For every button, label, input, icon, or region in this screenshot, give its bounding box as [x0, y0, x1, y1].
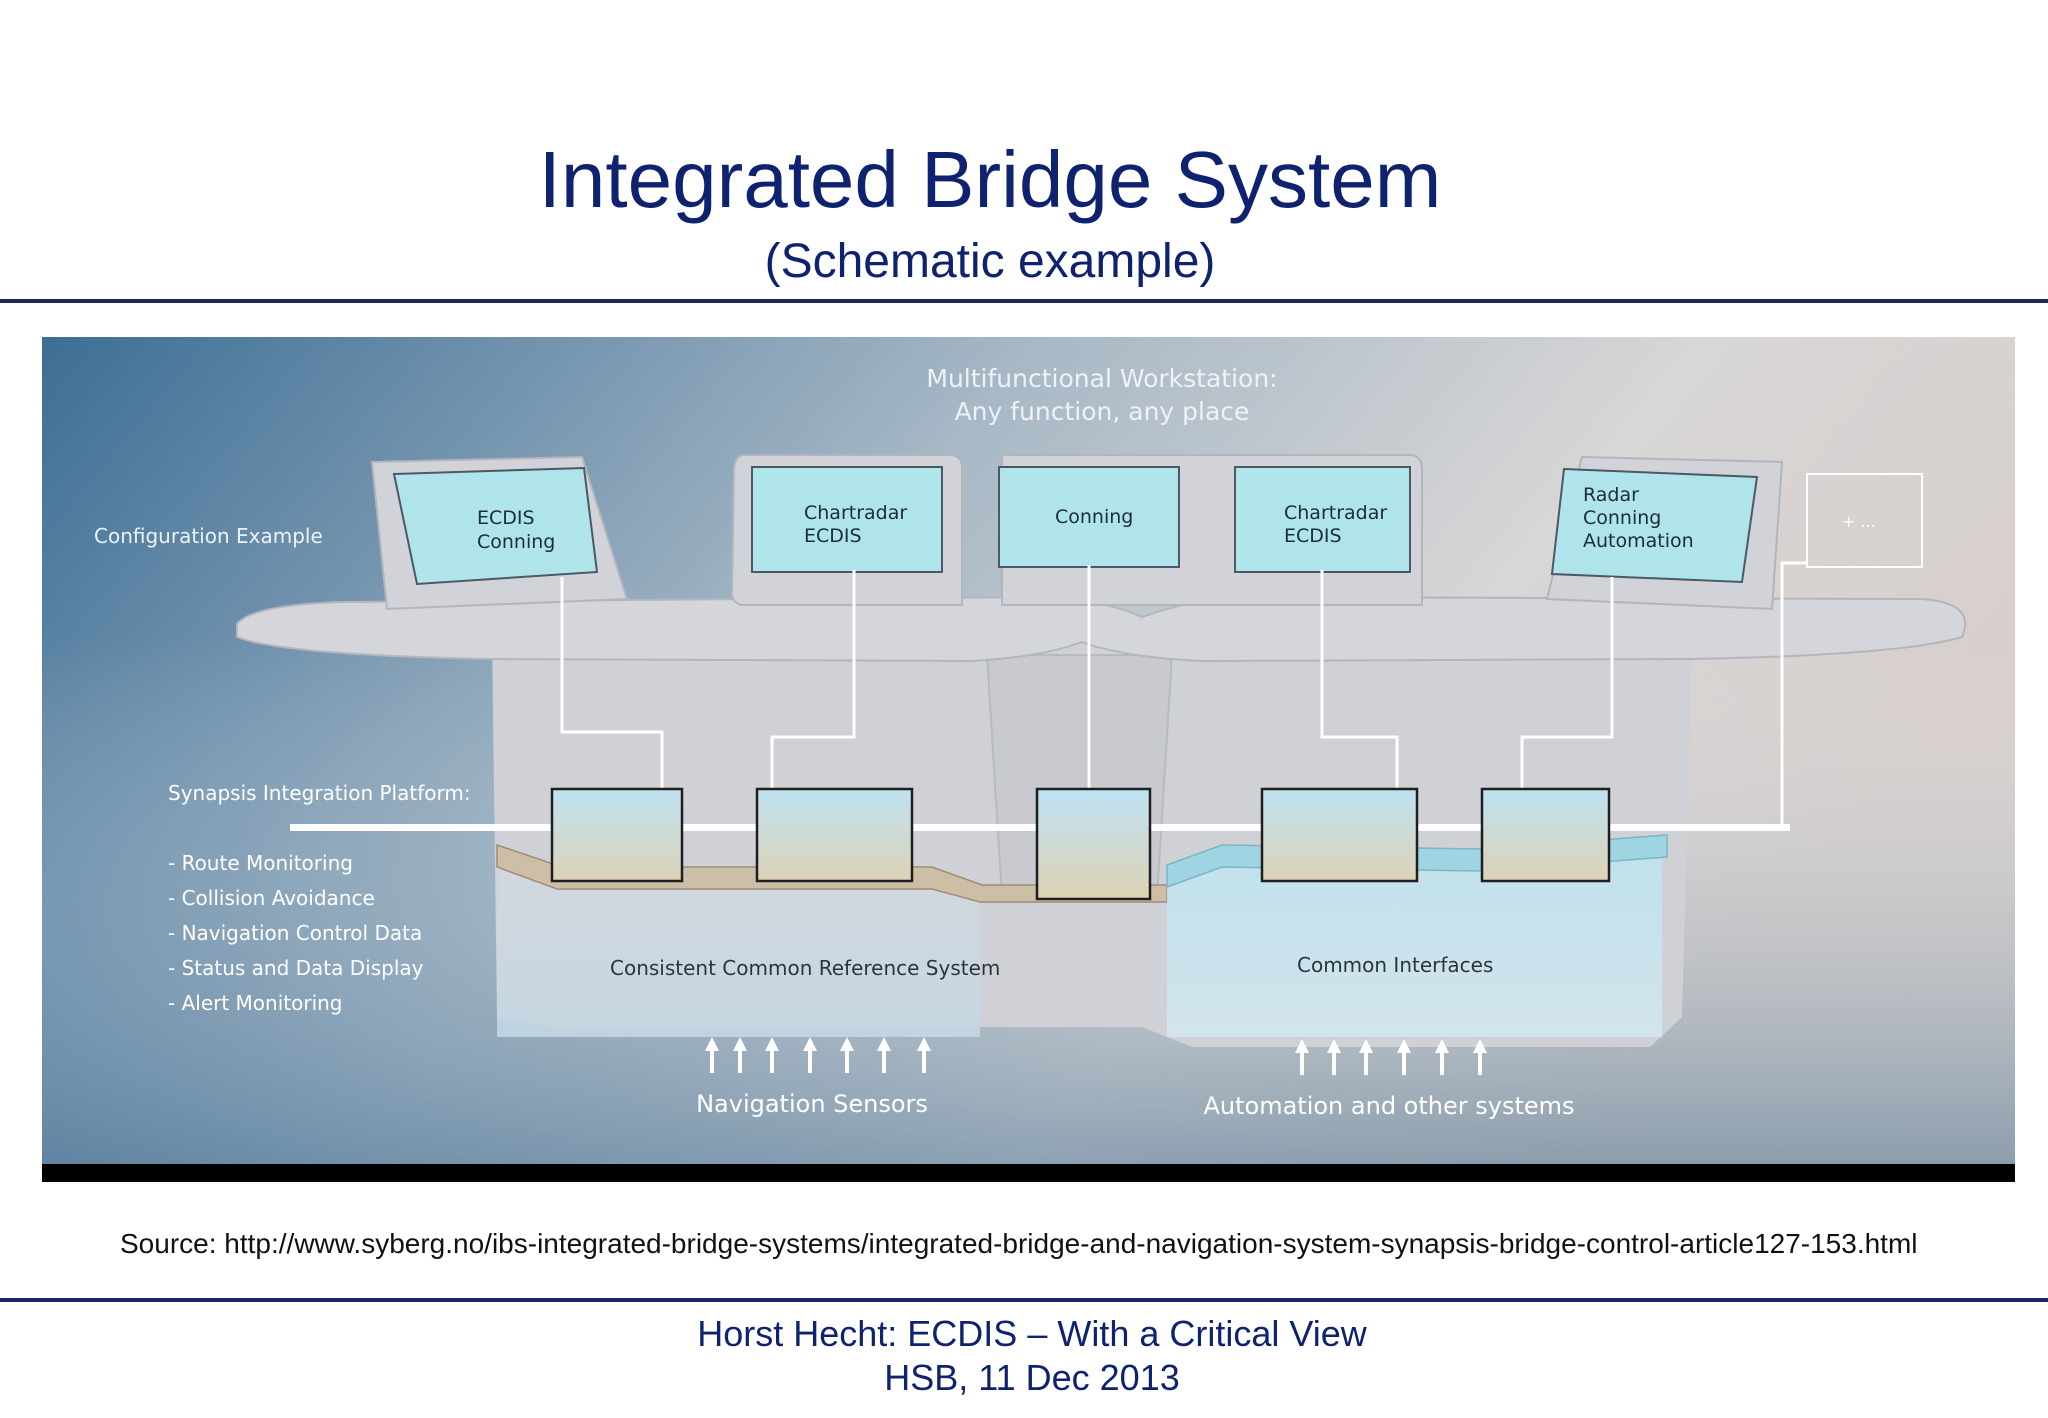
screen-4-line-1: Chartradar	[1284, 502, 1387, 524]
automation-systems-label: Automation and other systems	[1203, 1092, 1574, 1120]
diagram-bottom-bar	[42, 1164, 2015, 1182]
reference-system-block	[497, 857, 980, 1037]
bridge-diagram: ECDIS Conning Chartradar ECDIS Conning C…	[42, 337, 2015, 1182]
screen-5-line-2: Conning	[1583, 507, 1661, 529]
screen-ecdis-conning: ECDIS Conning	[392, 466, 599, 586]
common-interfaces-label: Common Interfaces	[1297, 953, 1493, 977]
footer-author: Horst Hecht: ECDIS – With a Critical Vie…	[697, 1313, 1367, 1354]
configuration-example-label: Configuration Example	[94, 524, 323, 548]
processor-unit-1	[550, 787, 684, 883]
top-divider	[0, 299, 2048, 303]
processor-unit-5	[1480, 787, 1611, 883]
screen-radar-conning-automation: Radar Conning Automation	[1550, 467, 1759, 584]
screen-5-line-1: Radar	[1583, 484, 1639, 506]
bridge-diagram-svg: ECDIS Conning Chartradar ECDIS Conning C…	[42, 337, 2015, 1182]
screen-chartradar-ecdis-2: Chartradar ECDIS	[1234, 466, 1411, 573]
source-citation: Source: http://www.syberg.no/ibs-integra…	[120, 1228, 1918, 1259]
processor-units	[550, 787, 1611, 901]
bottom-divider	[0, 1298, 2048, 1302]
interfaces-block	[1167, 857, 1662, 1037]
extra-screen-label: + ...	[1842, 512, 1876, 531]
slide-title: Integrated Bridge System	[538, 135, 1442, 224]
screen-1-line-1: ECDIS	[477, 507, 535, 529]
platform-item-status-data-display: - Status and Data Display	[168, 956, 424, 980]
screen-2-line-1: Chartradar	[804, 502, 907, 524]
screen-4-line-2: ECDIS	[1284, 525, 1342, 547]
processor-unit-3	[1035, 787, 1152, 901]
sensor-arrows	[705, 1037, 931, 1073]
platform-item-alert-monitoring: - Alert Monitoring	[168, 991, 343, 1015]
processor-unit-4	[1260, 787, 1419, 883]
screen-3-line-1: Conning	[1055, 506, 1133, 528]
platform-item-route-monitoring: - Route Monitoring	[168, 851, 353, 875]
workstation-header-line-2: Any function, any place	[955, 397, 1250, 426]
footer-date: HSB, 11 Dec 2013	[884, 1357, 1180, 1398]
screen-1-line-2: Conning	[477, 531, 555, 553]
automation-arrows	[1295, 1039, 1487, 1075]
screen-conning: Conning	[998, 466, 1180, 568]
navigation-sensors-label: Navigation Sensors	[696, 1090, 928, 1118]
slide-subtitle: (Schematic example)	[764, 235, 1216, 288]
reference-system-label: Consistent Common Reference System	[610, 956, 1000, 980]
screen-2-line-2: ECDIS	[804, 525, 862, 547]
platform-item-collision-avoidance: - Collision Avoidance	[168, 886, 375, 910]
integration-platform-label: Synapsis Integration Platform:	[168, 781, 471, 805]
processor-unit-2	[755, 787, 914, 883]
extra-screen-placeholder: + ...	[1806, 473, 1923, 568]
screen-5-line-3: Automation	[1583, 530, 1694, 552]
screen-chartradar-ecdis-1: Chartradar ECDIS	[751, 466, 943, 573]
workstation-header-line-1: Multifunctional Workstation:	[926, 364, 1277, 393]
platform-item-navigation-control-data: - Navigation Control Data	[168, 921, 422, 945]
